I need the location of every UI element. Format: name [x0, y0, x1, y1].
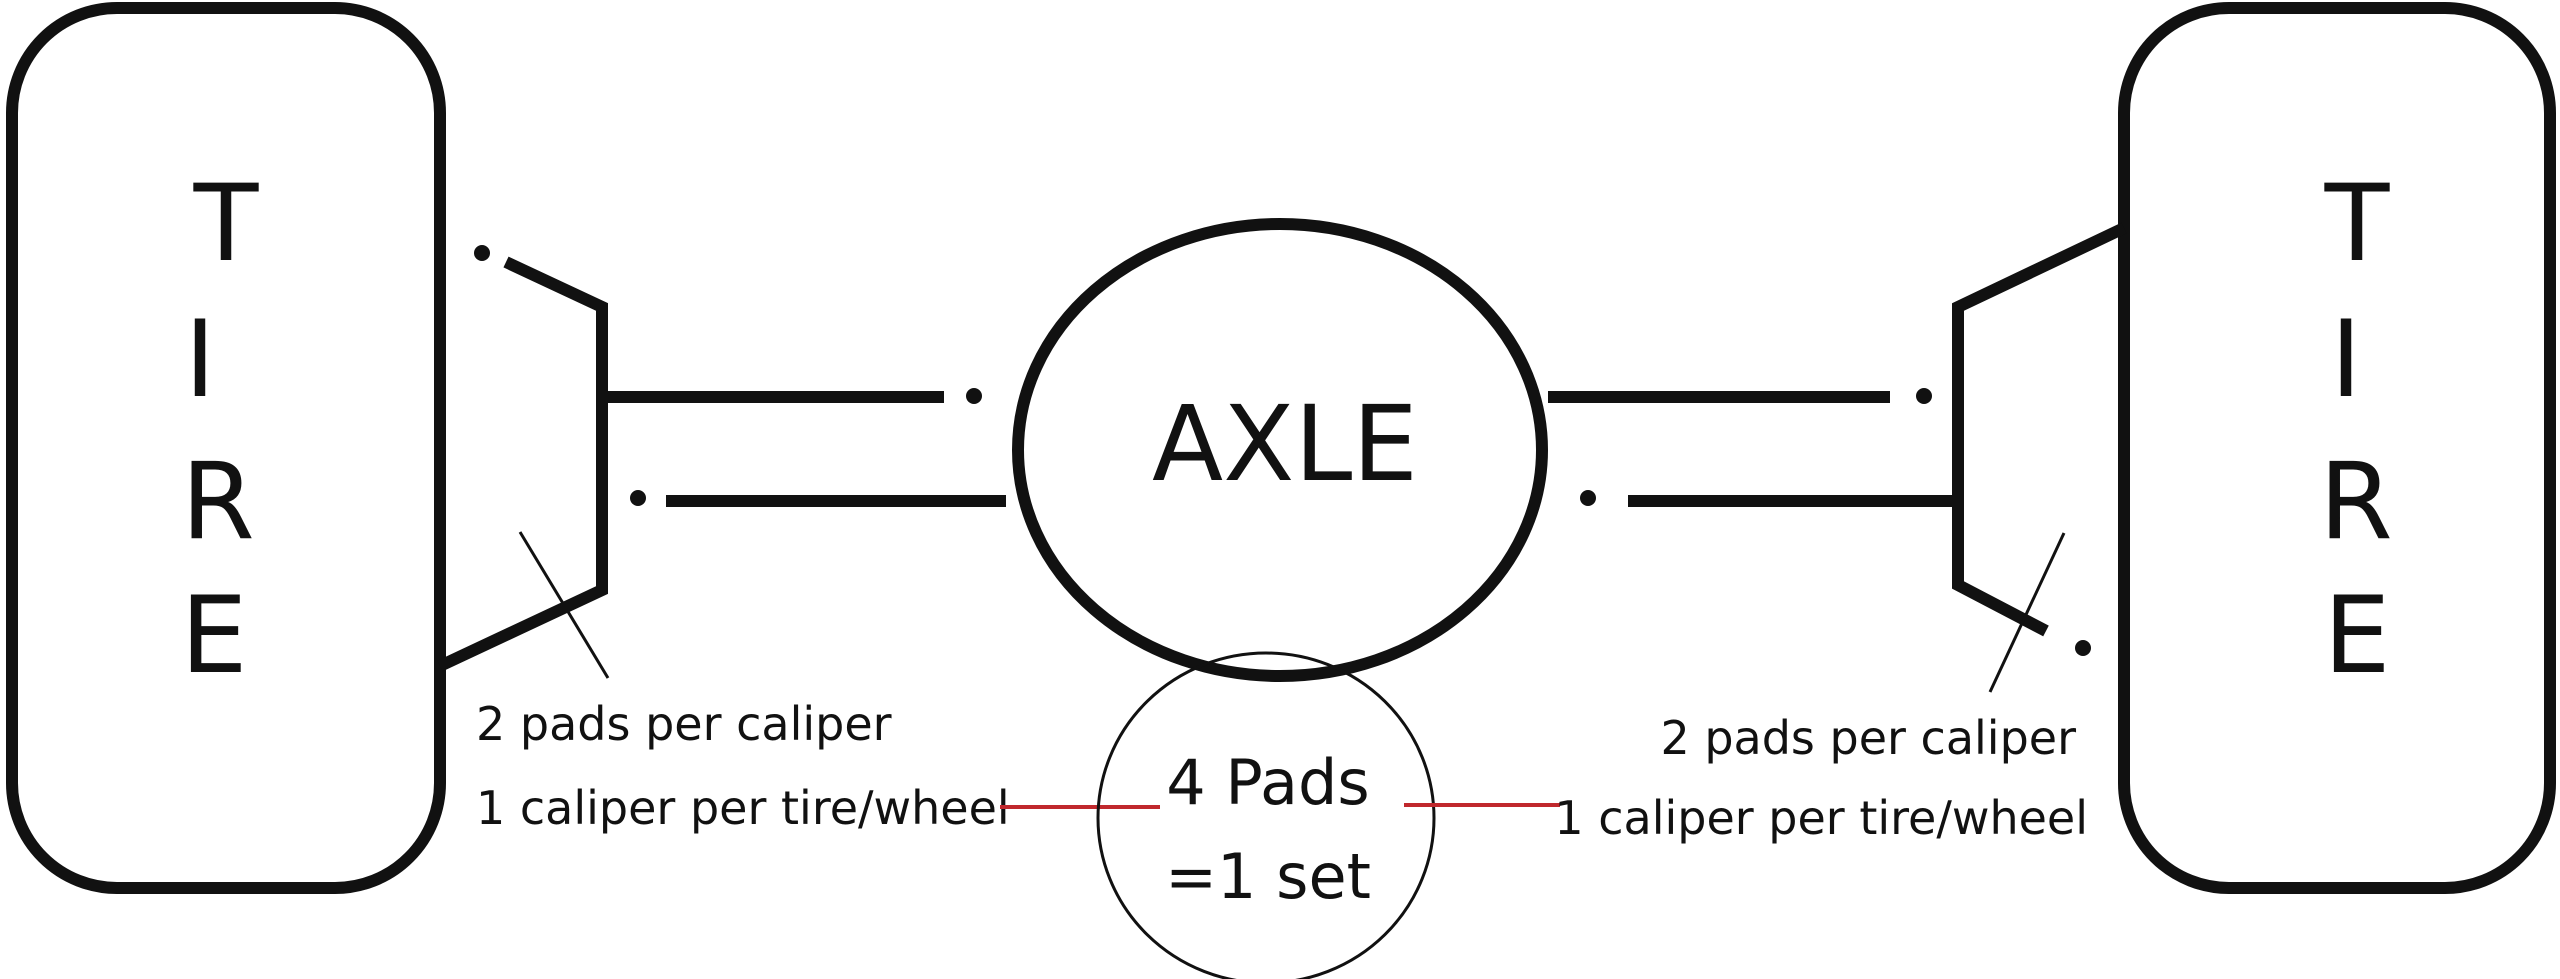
right-caliper-bracket [1952, 222, 2127, 637]
right-note-line1: 2 pads per caliper [1660, 711, 2076, 765]
left-shaft-upper-dot [966, 388, 982, 404]
pads-set-line2: =1 set [1165, 840, 1371, 913]
right-pad-indicator [1988, 532, 2066, 693]
right-tire-letter-r: R [2319, 440, 2393, 563]
right-tire-shape [2118, 2, 2556, 894]
pads-set-line1: 4 Pads [1166, 746, 1369, 819]
right-shaft-upper-dot [1916, 388, 1932, 404]
left-note: 2 pads per caliper 1 caliper per tire/wh… [476, 697, 1160, 835]
right-caliper-dot [2075, 640, 2091, 656]
left-axle-shafts [602, 388, 1006, 507]
right-caliper [1952, 222, 2127, 693]
left-tire-shape [6, 2, 446, 894]
left-note-line1: 2 pads per caliper [476, 697, 892, 751]
left-caliper [437, 245, 610, 679]
left-tire: T I R E [6, 2, 446, 894]
right-note: 2 pads per caliper 1 caliper per tire/wh… [1404, 711, 2088, 845]
left-caliper-bracket [437, 256, 608, 672]
right-tire: T I R E [2118, 2, 2556, 894]
axle-label: AXLE [1152, 383, 1418, 505]
left-tire-letter-e: E [181, 574, 248, 697]
right-shaft-lower-dot [1580, 490, 1596, 506]
left-note-line2: 1 caliper per tire/wheel [476, 781, 1010, 835]
left-caliper-dot [474, 245, 490, 261]
left-tire-letter-t: T [193, 162, 260, 285]
pads-set-bubble: 4 Pads =1 set [1096, 651, 1436, 979]
left-tire-letter-r: R [181, 440, 255, 563]
right-tire-letter-e: E [2324, 574, 2391, 697]
left-pad-indicator [518, 531, 610, 679]
right-tire-letter-t: T [2324, 162, 2391, 285]
left-shaft-lower-dot [630, 490, 646, 506]
left-tire-letter-i: I [184, 298, 215, 421]
right-axle-shafts [1548, 388, 1958, 507]
right-tire-letter-i: I [2330, 298, 2361, 421]
axle: AXLE [1012, 218, 1548, 682]
pads-set-circle [1096, 651, 1436, 979]
right-note-line2: 1 caliper per tire/wheel [1554, 791, 2088, 845]
axle-shape [1012, 218, 1548, 682]
